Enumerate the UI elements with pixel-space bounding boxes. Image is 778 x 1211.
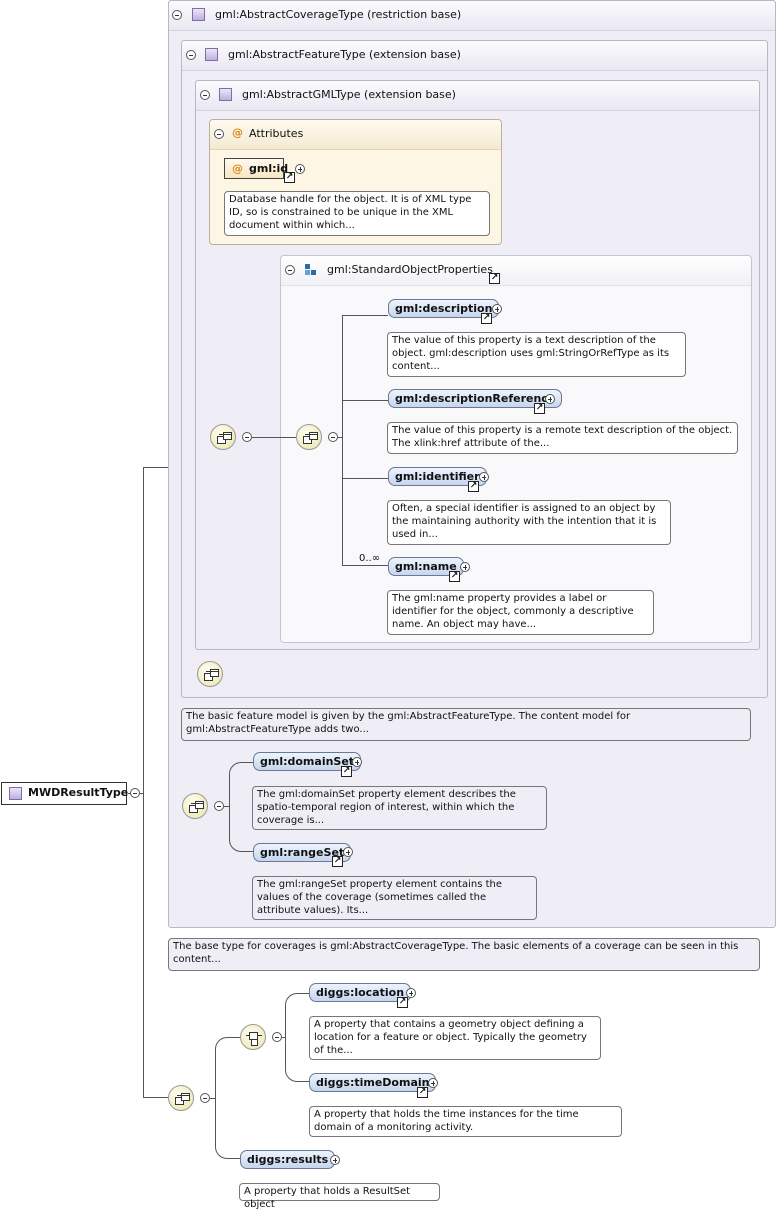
link-arrow-icon[interactable]: ↗ [481,313,492,324]
expand-plus-icon[interactable] [406,988,416,998]
link-arrow-icon[interactable]: ↗ [449,571,460,582]
element-doc: A property that holds a ResultSet object [239,1183,440,1210]
wire [143,467,168,468]
element-gml-descriptionreference[interactable]: gml:descriptionReference [388,389,563,408]
cardinality-label: 0..∞ [359,553,381,564]
element-doc: The value of this property is a remote t… [387,422,738,454]
feature-doc: The basic feature model is given by the … [181,708,751,741]
wire [252,437,296,438]
wire [210,1098,215,1099]
wire [338,437,342,438]
coverage-type-title: gml:AbstractCoverageType (restriction ba… [215,8,462,21]
collapse-minus-icon[interactable] [200,90,210,100]
coverage-doc: The base type for coverages is gml:Abstr… [168,938,760,971]
collapse-minus-icon[interactable] [172,10,182,20]
element-doc: The value of this property is a text des… [387,332,686,377]
element-doc: A property that contains a geometry obje… [309,1016,601,1060]
element-gml-rangeset[interactable]: gml:rangeSet [253,843,352,862]
element-diggs-timedomain[interactable]: diggs:timeDomain [309,1073,437,1092]
attribute-icon: @ [232,162,243,175]
sequence-icon[interactable] [296,424,322,450]
wire [342,565,388,566]
sequence-icon[interactable] [182,793,208,819]
element-doc: A property that holds the time instances… [309,1106,622,1137]
attribute-gml-id[interactable]: @ gml:id [224,158,288,179]
collapse-minus-icon[interactable] [130,788,140,798]
collapse-minus-icon[interactable] [285,265,295,275]
type-icon [205,48,218,61]
attribute-icon: @ [232,126,243,139]
element-diggs-location[interactable]: diggs:location [309,983,412,1002]
wire [342,315,343,565]
attribute-label: gml:id [249,162,289,175]
collapse-minus-icon[interactable] [214,801,224,811]
link-arrow-icon[interactable]: ↗ [534,403,545,414]
expand-plus-icon[interactable] [460,562,470,572]
expand-plus-icon[interactable] [352,757,362,767]
expand-plus-icon[interactable] [479,472,489,482]
link-arrow-icon[interactable]: ↗ [284,172,295,183]
element-gml-description[interactable]: gml:description [388,299,500,318]
collapse-minus-icon[interactable] [272,1032,282,1042]
collapse-minus-icon[interactable] [242,432,252,442]
type-icon [9,787,22,800]
wire [342,478,388,479]
link-arrow-icon[interactable]: ↗ [468,481,479,492]
element-gml-identifier[interactable]: gml:identifier [388,467,487,486]
wire [229,762,253,852]
expand-plus-icon[interactable] [295,164,305,174]
wire [342,400,388,401]
element-doc: The gml:rangeSet property element contai… [252,876,537,920]
expand-plus-icon[interactable] [343,847,353,857]
type-icon [192,8,205,21]
collapse-minus-icon[interactable] [328,432,338,442]
expand-plus-icon[interactable] [428,1078,438,1088]
attribute-doc: Database handle for the object. It is of… [224,191,490,236]
expand-plus-icon[interactable] [545,394,555,404]
element-doc: Often, a special identifier is assigned … [387,500,671,545]
wire [282,1037,285,1038]
type-icon [219,88,232,101]
root-element-label: MWDResultType [28,786,129,799]
link-arrow-icon[interactable]: ↗ [341,766,352,777]
group-title: gml:StandardObjectProperties [327,263,493,276]
collapse-minus-icon[interactable] [200,1093,210,1103]
attributes-title: Attributes [249,127,304,140]
sequence-icon[interactable] [197,661,223,687]
choice-icon[interactable] [240,1024,266,1050]
link-arrow-icon[interactable]: ↗ [417,1087,428,1098]
gml-type-title: gml:AbstractGMLType (extension base) [242,88,456,101]
element-gml-domainset[interactable]: gml:domainSet [253,752,362,771]
expand-plus-icon[interactable] [492,304,502,314]
wire [224,806,229,807]
collapse-minus-icon[interactable] [186,50,196,60]
link-arrow-icon[interactable]: ↗ [489,273,500,284]
wire [285,993,309,1082]
root-element[interactable]: MWDResultType [1,782,129,805]
group-icon [305,264,317,276]
sequence-icon[interactable] [168,1085,194,1111]
element-doc: The gml:name property provides a label o… [387,590,654,635]
wire [143,1097,168,1098]
wire [143,467,144,1098]
wire [215,1037,240,1159]
sequence-icon[interactable] [210,424,236,450]
expand-plus-icon[interactable] [330,1155,340,1165]
link-arrow-icon[interactable]: ↗ [397,997,408,1008]
wire [342,315,388,316]
element-doc: The gml:domainSet property element descr… [252,786,547,830]
feature-type-title: gml:AbstractFeatureType (extension base) [228,48,461,61]
collapse-minus-icon[interactable] [214,129,224,139]
link-arrow-icon[interactable]: ↗ [332,856,343,867]
element-diggs-results[interactable]: diggs:results [240,1150,336,1169]
